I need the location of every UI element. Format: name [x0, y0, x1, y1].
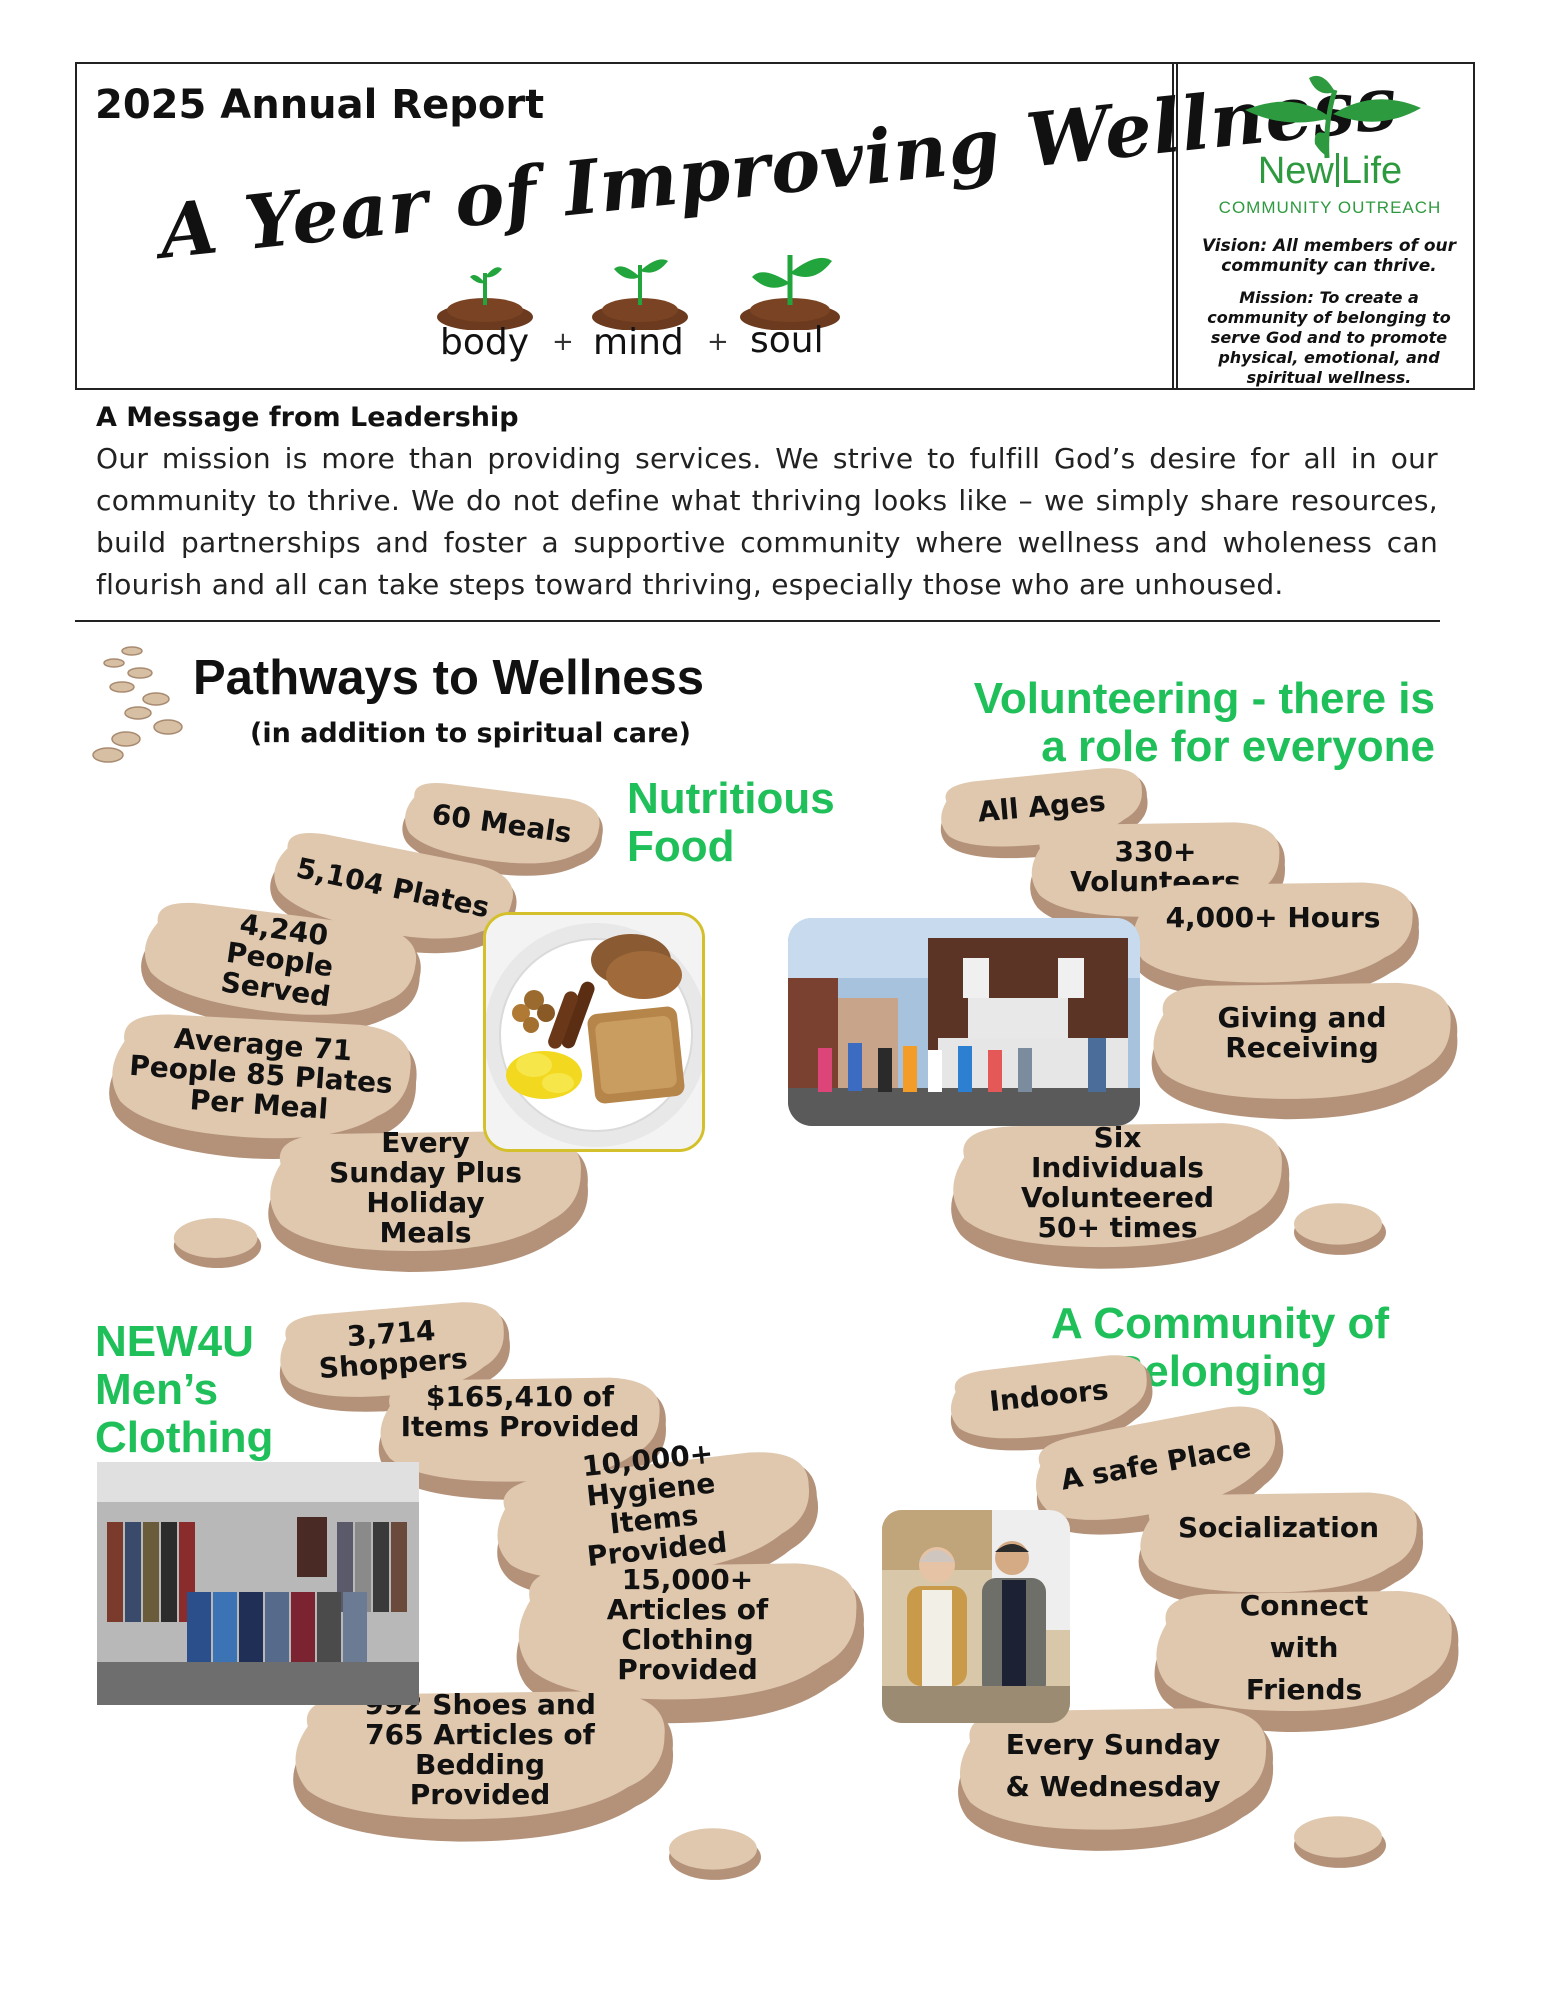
word-mind: mind [593, 322, 684, 363]
stone-label: Every Sunday & Wednesday [1005, 1728, 1221, 1803]
message-body: Our mission is more than providing servi… [96, 442, 1438, 601]
plus-sign: + [707, 327, 729, 357]
volunteering-title: Volunteering - there is a role for every… [973, 674, 1435, 771]
pebble [1290, 1195, 1390, 1257]
clothing-stone-articles: 15,000+ Articles of Clothing Provided [500, 1560, 875, 1730]
clothing-stone-shoes: 992 Shoes and 765 Articles of Bedding Pr… [275, 1688, 685, 1848]
stone-label: 4,000+ Hours [1165, 900, 1381, 934]
stone-label: Socialization [1177, 1510, 1380, 1544]
pebble [665, 1820, 765, 1882]
belong-stone-days: Every Sunday & Wednesday [943, 1705, 1283, 1857]
vol-stone-giving: Giving and Receiving [1137, 980, 1467, 1125]
volunteers-illustration [788, 918, 1140, 1126]
clothing-store-illustration [97, 1462, 419, 1705]
clothing-stone-value: $165,410 of Items Provided [365, 1375, 675, 1505]
belong-stone-connect: Connect with Friends [1140, 1588, 1468, 1738]
people-illustration [882, 1510, 1070, 1723]
meal-photo [483, 912, 705, 1152]
logo-sprout-icon [1245, 75, 1421, 159]
vol-stone-hours: 4,000+ Hours [1118, 880, 1428, 1005]
volunteers-photo [788, 918, 1140, 1126]
stone-label: 992 Shoes and 765 Articles of Bedding Pr… [364, 1688, 596, 1811]
divider [75, 620, 1440, 622]
pathways-title: Pathways to Wellness [193, 651, 705, 705]
vol-stone-six: Six Individuals Volunteered 50+ times [935, 1120, 1300, 1275]
belong-stone-social: Socialization [1125, 1490, 1432, 1615]
pebble [1290, 1808, 1390, 1870]
header-divider [1172, 62, 1178, 390]
stone-label: Six Individuals Volunteered 50+ times [1020, 1120, 1215, 1244]
header-box [75, 62, 1475, 390]
clothing-store-photo [97, 1462, 419, 1705]
people-photo [882, 1510, 1070, 1723]
sprout-icon [437, 255, 840, 330]
stone-label: Giving and Receiving [1217, 1000, 1387, 1064]
pathways-subtitle: (in addition to spiritual care) [250, 718, 691, 749]
food-title: Nutritious Food [627, 774, 835, 871]
message-title: A Message from Leadership [96, 402, 519, 433]
stone-label: Every Sunday Plus Holiday Meals [329, 1126, 522, 1249]
pebble [170, 1210, 265, 1270]
stone-label: Connect with Friends [1239, 1589, 1369, 1706]
food-stone-sunday: Every Sunday Plus Holiday Meals [253, 1128, 598, 1278]
stepping-stones-icon [92, 646, 183, 763]
mission-statement: Mission: To create a community of belong… [1207, 288, 1451, 387]
plus-sign: + [552, 327, 574, 357]
stone-label: 15,000+ Articles of Clothing Provided [606, 1563, 769, 1686]
vision-statement: Vision: All members of our community can… [1201, 236, 1457, 276]
plate-illustration [486, 915, 702, 1149]
report-label: 2025 Annual Report [95, 82, 545, 128]
word-body: body [440, 322, 530, 363]
logo-subtitle: COMMUNITY OUTREACH [1218, 198, 1442, 217]
word-soul: soul [750, 320, 824, 361]
stone-label: $165,410 of Items Provided [400, 1380, 640, 1443]
clothing-title: NEW4U Men’s Clothing [95, 1317, 274, 1462]
